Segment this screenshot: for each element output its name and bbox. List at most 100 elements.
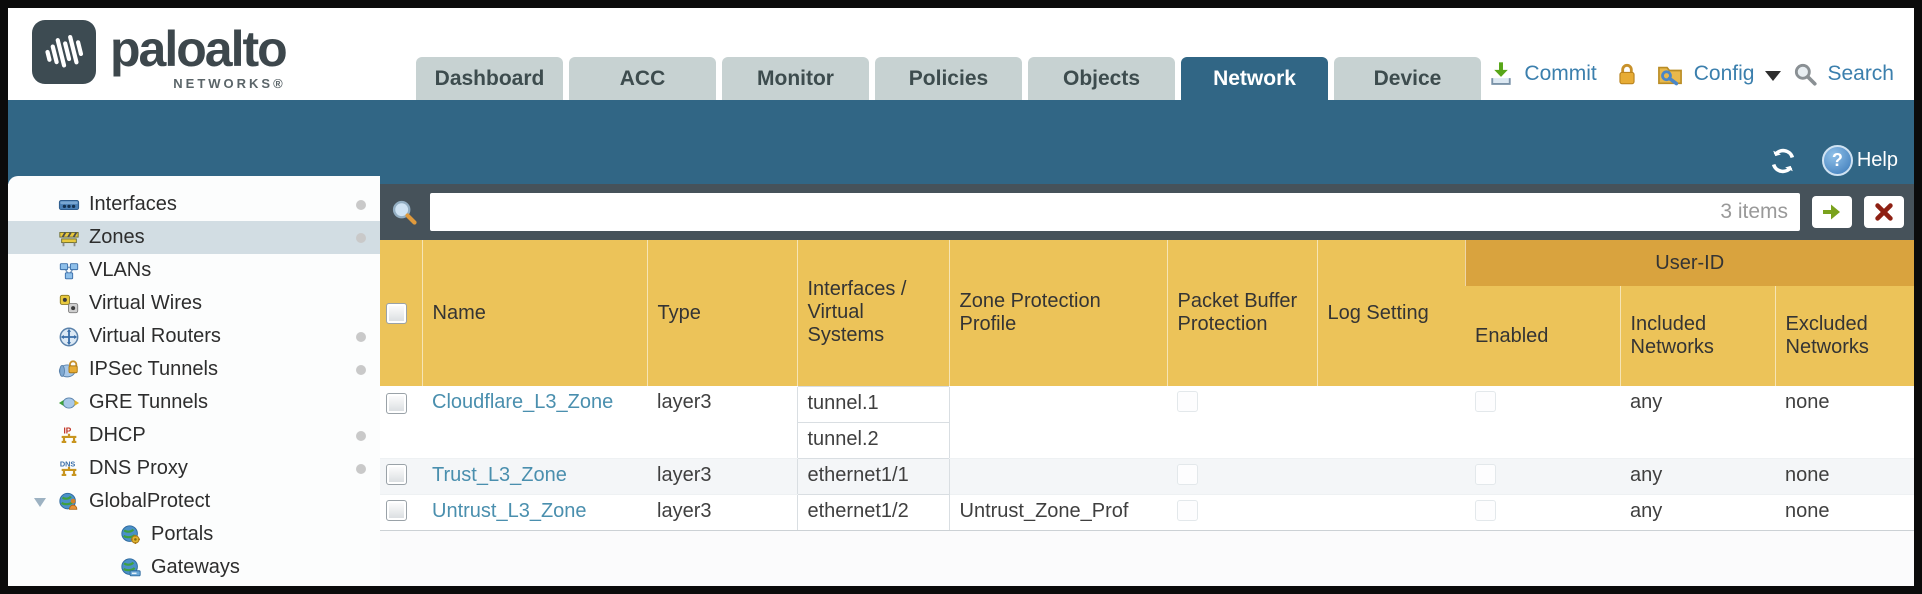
zone-name-link[interactable]: Cloudflare_L3_Zone <box>432 391 614 413</box>
clear-filter-button[interactable] <box>1864 196 1904 228</box>
sidebar-item-zones[interactable]: Zones <box>8 221 380 254</box>
zone-protection-cell <box>949 458 1167 495</box>
refresh-icon[interactable] <box>1768 147 1798 175</box>
interface-cell: ethernet1/1 <box>796 457 950 495</box>
sidebar-item-globalprotect[interactable]: GlobalProtect <box>8 485 380 518</box>
user-id-enabled-checkbox[interactable] <box>1475 391 1496 412</box>
commit-button[interactable]: Commit <box>1524 62 1597 85</box>
change-dot <box>356 232 366 243</box>
user-id-enabled-checkbox[interactable] <box>1475 499 1496 521</box>
sidebar-item-label: GlobalProtect <box>89 490 211 512</box>
main-tabs: Dashboard ACC Monitor Policies Objects N… <box>416 57 1481 100</box>
row-checkbox[interactable] <box>386 393 407 414</box>
col-excluded-networks[interactable]: Excluded Networks <box>1774 286 1914 386</box>
help-button[interactable]: ? Help <box>1821 145 1898 176</box>
included-networks-cell: any <box>1620 458 1775 495</box>
col-interfaces[interactable]: Interfaces / Virtual Systems <box>796 240 949 386</box>
gateways-icon <box>121 557 141 576</box>
col-included-networks[interactable]: Included Networks <box>1619 286 1775 386</box>
tab-dashboard[interactable]: Dashboard <box>416 57 563 100</box>
zone-name-link[interactable]: Trust_L3_Zone <box>432 463 567 486</box>
sidebar-item-portals[interactable]: Portals <box>8 518 380 551</box>
sidebar-item-gre-tunnels[interactable]: GRE Tunnels <box>8 386 380 419</box>
col-zone-protection-profile[interactable]: Zone Protection Profile <box>948 240 1167 386</box>
paloalto-logo: paloalto NETWORKS® <box>32 20 288 91</box>
top-bar: paloalto NETWORKS® Dashboard ACC Monitor… <box>8 8 1914 100</box>
sidebar-item-virtual-wires[interactable]: Virtual Wires <box>8 287 380 320</box>
tab-device[interactable]: Device <box>1334 57 1481 100</box>
filter-input[interactable] <box>430 193 1800 231</box>
close-icon <box>1875 203 1893 221</box>
change-dot <box>356 430 366 441</box>
sidebar-item-dhcp[interactable]: IP DHCP <box>8 419 380 452</box>
excluded-networks-cell: none <box>1775 494 1914 531</box>
sidebar-item-virtual-routers[interactable]: Virtual Routers <box>8 320 380 353</box>
user-id-enabled-cell <box>1465 386 1620 459</box>
config-button[interactable]: Config <box>1693 62 1755 85</box>
help-label: Help <box>1856 149 1898 171</box>
log-setting-cell <box>1317 458 1465 495</box>
sidebar-item-label: Gateways <box>151 556 240 578</box>
paloalto-logo-icon <box>32 20 96 84</box>
portals-icon <box>121 524 140 544</box>
col-type[interactable]: Type <box>646 240 797 386</box>
sidebar-item-label: Portals <box>151 523 214 545</box>
col-log-setting[interactable]: Log Setting <box>1316 240 1465 386</box>
row-checkbox[interactable] <box>386 499 407 521</box>
excluded-networks-cell: none <box>1775 458 1914 495</box>
packet-buffer-checkbox[interactable] <box>1177 499 1198 521</box>
tab-policies[interactable]: Policies <box>875 57 1022 100</box>
packet-buffer-cell <box>1167 494 1317 531</box>
interface-cell: tunnel.1 <box>796 385 950 423</box>
row-select-cell <box>380 494 422 531</box>
zone-name-link[interactable]: Untrust_L3_Zone <box>432 499 587 522</box>
zone-name-cell: Trust_L3_Zone <box>422 458 647 495</box>
col-name[interactable]: Name <box>421 240 647 386</box>
row-checkbox[interactable] <box>386 463 407 485</box>
lock-icon[interactable] <box>1614 60 1640 88</box>
expander-down-icon[interactable] <box>32 494 48 510</box>
user-id-enabled-checkbox[interactable] <box>1475 463 1496 485</box>
sidebar-item-label: DHCP <box>89 424 146 446</box>
zones-icon <box>59 231 79 246</box>
config-icon[interactable] <box>1655 60 1685 88</box>
zone-type-cell: layer3 <box>647 386 797 459</box>
sidebar-item-dns-proxy[interactable]: DNS DNS Proxy <box>8 452 380 485</box>
utility-actions: Commit Config Search <box>1487 60 1894 88</box>
sidebar-item-gateways[interactable]: Gateways <box>8 551 380 584</box>
zone-name-cell: Untrust_L3_Zone <box>422 494 647 531</box>
tab-acc[interactable]: ACC <box>569 57 716 100</box>
sidebar-item-interfaces[interactable]: Interfaces <box>8 188 380 221</box>
sidebar-item-ipsec-tunnels[interactable]: IPSec Tunnels <box>8 353 380 386</box>
content-body: Interfaces Zones <box>8 176 1914 586</box>
change-dot <box>356 331 366 342</box>
search-icon[interactable] <box>1792 61 1818 87</box>
sidebar-item-vlans[interactable]: VLANs <box>8 254 380 287</box>
log-setting-cell <box>1317 494 1465 531</box>
table-row: Trust_L3_Zone layer3 ethernet1/1 any non… <box>380 457 1914 495</box>
sidebar-item-label: GRE Tunnels <box>89 391 208 413</box>
sidebar-item-label: IPSec Tunnels <box>89 358 218 380</box>
virtual-wires-icon <box>59 294 79 313</box>
col-enabled[interactable]: Enabled <box>1465 286 1620 386</box>
select-all-checkbox[interactable] <box>386 302 407 324</box>
tab-network[interactable]: Network <box>1181 57 1328 100</box>
user-id-enabled-cell <box>1465 458 1620 495</box>
tab-monitor[interactable]: Monitor <box>722 57 869 100</box>
col-packet-buffer-protection[interactable]: Packet Buffer Protection <box>1166 240 1317 386</box>
packet-buffer-cell <box>1167 458 1317 495</box>
interface-cell: tunnel.2 <box>796 421 950 459</box>
packet-buffer-checkbox[interactable] <box>1177 463 1198 485</box>
paloalto-logo-text: paloalto NETWORKS® <box>110 20 288 91</box>
apply-filter-button[interactable] <box>1812 196 1852 228</box>
dhcp-icon: IP <box>61 426 77 443</box>
config-caret-down-icon[interactable] <box>1765 71 1782 81</box>
vlans-icon <box>59 262 79 279</box>
zones-table: Name Type Interfaces / Virtual Systems Z… <box>380 240 1914 531</box>
log-setting-cell <box>1317 386 1465 459</box>
commit-icon[interactable] <box>1487 60 1515 88</box>
tab-objects[interactable]: Objects <box>1028 57 1175 100</box>
search-button[interactable]: Search <box>1827 62 1894 85</box>
packet-buffer-checkbox[interactable] <box>1177 391 1198 412</box>
